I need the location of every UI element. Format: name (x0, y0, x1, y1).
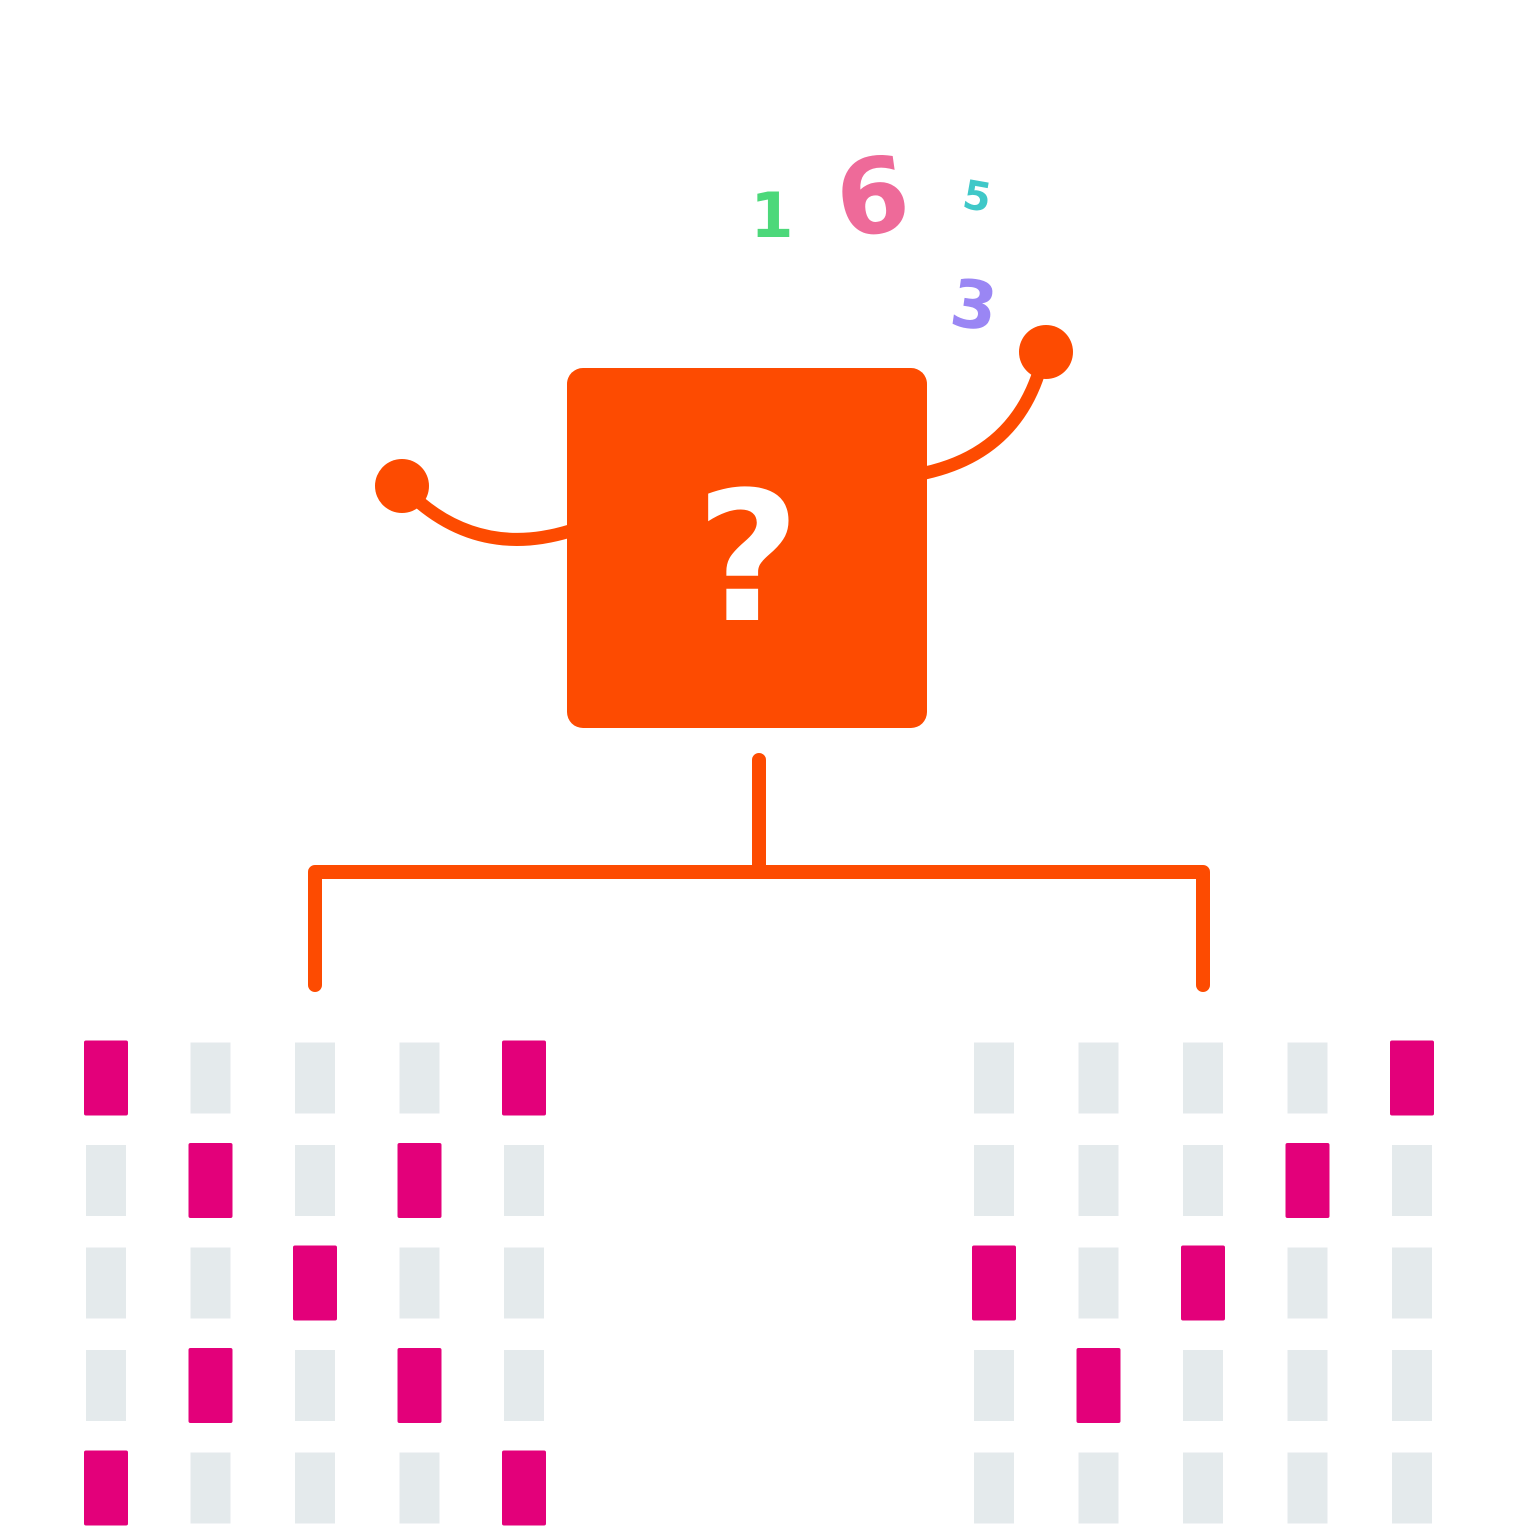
left-grid-cell-r4-c4-filled (397, 1348, 442, 1423)
right-grid-cell-r2-c5-empty (1392, 1145, 1432, 1216)
left-grid-cell-r5-c3-empty (295, 1452, 335, 1524)
branch-line (308, 865, 1210, 992)
left-arm (398, 482, 577, 546)
question-mark-symbol: ? (696, 454, 800, 663)
left-grid-cell-r3-c1-empty (86, 1247, 126, 1319)
left-grid-cell-r4-c5-empty (504, 1350, 544, 1421)
right-grid-cell-r3-c3-filled (1181, 1245, 1225, 1321)
left-grid-cell-r3-c4-empty (399, 1247, 440, 1319)
right-grid-cell-r1-c4-empty (1287, 1042, 1328, 1114)
left-grid-cell-r1-c4-empty (399, 1042, 440, 1114)
floating-number-5: 5 (959, 172, 994, 222)
floating-number-6: 6 (828, 132, 917, 263)
left-grid-cell-r1-c5-filled (502, 1040, 546, 1116)
right-grid-cell-r3-c2-empty (1078, 1247, 1119, 1319)
left-grid-cell-r2-c5-empty (504, 1145, 544, 1216)
right-grid-cell-r4-c2-filled (1076, 1348, 1121, 1423)
left-grid-cell-r4-c2-filled (188, 1348, 233, 1423)
right-grid-cell-r4-c5-empty (1392, 1350, 1432, 1421)
left-grid-cell-r4-c3-empty (295, 1350, 335, 1421)
branch-connector (308, 753, 1210, 992)
right-grid-cell-r4-c4-empty (1287, 1350, 1328, 1421)
left-pattern-grid (84, 1040, 546, 1526)
right-grid-cell-r1-c1-empty (974, 1042, 1014, 1114)
left-grid-cell-r5-c1-filled (84, 1450, 128, 1526)
left-grid-cell-r1-c3-empty (295, 1042, 335, 1114)
mystery-machine: ? (567, 368, 927, 728)
right-grid-cell-r3-c4-empty (1287, 1247, 1328, 1319)
left-grid-cell-r3-c5-empty (504, 1247, 544, 1319)
left-grid-cell-r2-c2-filled (188, 1143, 233, 1218)
left-grid-cell-r4-c1-empty (86, 1350, 126, 1421)
right-grid-cell-r5-c3-empty (1183, 1452, 1223, 1524)
right-grid-cell-r3-c1-filled (972, 1245, 1016, 1321)
right-grid-cell-r2-c1-empty (974, 1145, 1014, 1216)
right-pattern-grid (972, 1040, 1434, 1524)
left-hand-knob (375, 459, 429, 513)
left-grid-cell-r2-c3-empty (295, 1145, 335, 1216)
right-grid-cell-r1-c5-filled (1390, 1040, 1434, 1116)
right-grid-cell-r2-c4-filled (1285, 1143, 1330, 1218)
right-grid-cell-r5-c2-empty (1078, 1452, 1119, 1524)
right-grid-cell-r2-c2-empty (1078, 1145, 1119, 1216)
machine-box (567, 368, 927, 728)
right-grid-cell-r5-c4-empty (1287, 1452, 1328, 1524)
right-grid-cell-r4-c1-empty (974, 1350, 1014, 1421)
right-grid-cell-r1-c2-empty (1078, 1042, 1119, 1114)
right-grid-cell-r2-c3-empty (1183, 1145, 1223, 1216)
left-grid-cell-r5-c5-filled (502, 1450, 546, 1526)
left-grid-cell-r2-c4-filled (397, 1143, 442, 1218)
right-grid-cell-r1-c3-empty (1183, 1042, 1223, 1114)
left-grid-cell-r2-c1-empty (86, 1145, 126, 1216)
right-grid-cell-r4-c3-empty (1183, 1350, 1223, 1421)
left-grid-cell-r1-c1-filled (84, 1040, 128, 1116)
left-grid-cell-r3-c3-filled (293, 1245, 337, 1321)
left-grid-cell-r5-c2-empty (190, 1452, 231, 1524)
right-arm (918, 351, 1050, 480)
left-grid-cell-r5-c4-empty (399, 1452, 440, 1524)
right-grid-cell-r5-c1-empty (974, 1452, 1014, 1524)
floating-number-3: 3 (946, 264, 1002, 347)
left-grid-cell-r3-c2-empty (190, 1247, 231, 1319)
left-grid-cell-r1-c2-empty (190, 1042, 231, 1114)
machine-arms (375, 325, 1073, 546)
right-grid-cell-r5-c5-empty (1392, 1452, 1432, 1524)
floating-number-1: 1 (750, 179, 793, 252)
right-grid-cell-r3-c5-empty (1392, 1247, 1432, 1319)
right-hand-knob (1019, 325, 1073, 379)
floating-numbers: 1 6 5 3 (750, 132, 1002, 347)
